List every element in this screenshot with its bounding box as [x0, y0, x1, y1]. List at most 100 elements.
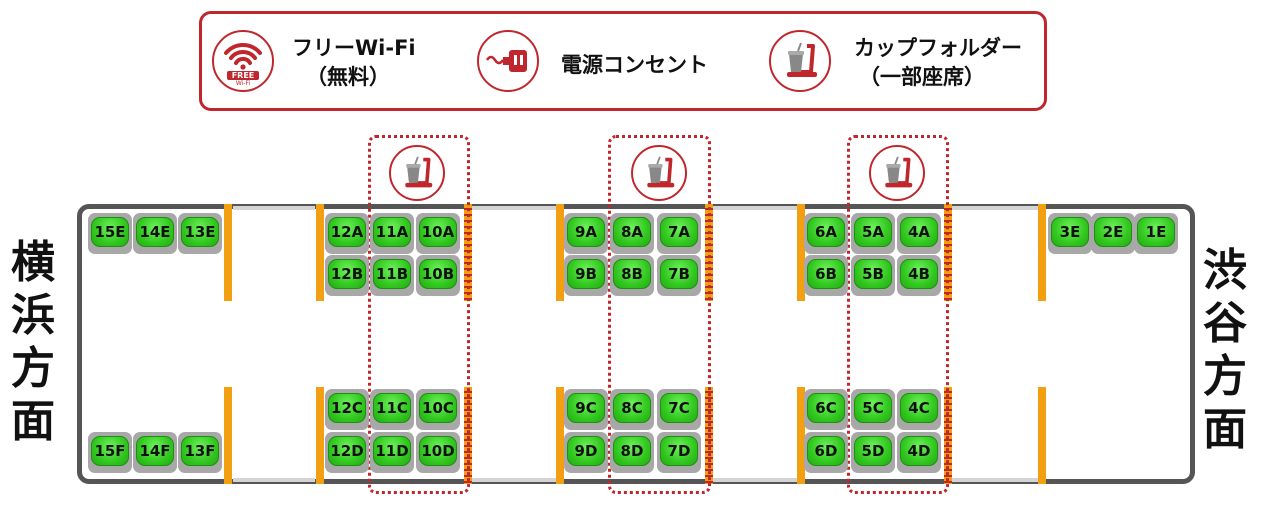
seat[interactable]: 13F [178, 432, 222, 473]
seat[interactable]: 11C [370, 389, 414, 430]
seat[interactable]: 10B [416, 255, 460, 296]
seat[interactable]: 10A [416, 213, 460, 254]
seat[interactable]: 15E [88, 213, 132, 254]
seat[interactable]: 2E [1091, 213, 1135, 254]
seat[interactable]: 7A [657, 213, 701, 254]
seat[interactable]: 8C [610, 389, 654, 430]
seat-label: 10D [419, 436, 457, 466]
seat-label: 7A [660, 217, 698, 247]
direction-right-char: 方 [1203, 351, 1247, 402]
direction-left-char: 面 [11, 396, 55, 447]
seat[interactable]: 4B [897, 255, 941, 296]
cupholder-label: カップフォルダー [854, 36, 1022, 60]
seat[interactable]: 10D [416, 432, 460, 473]
seat[interactable]: 6A [804, 213, 848, 254]
cup-holder-icon [389, 145, 445, 201]
seat[interactable]: 6D [804, 432, 848, 473]
seat[interactable]: 9D [564, 432, 608, 473]
seat[interactable]: 7C [657, 389, 701, 430]
seat-label: 11A [373, 217, 411, 247]
door-post [556, 387, 564, 484]
door-post [797, 387, 805, 484]
seat[interactable]: 12B [325, 255, 369, 296]
wifi-label: フリーWi-Fi [292, 36, 416, 60]
seat-label: 11B [373, 259, 411, 289]
wall-rail [713, 206, 797, 210]
seat[interactable]: 15F [88, 432, 132, 473]
seat-label: 4A [900, 217, 938, 247]
seat[interactable]: 5C [851, 389, 895, 430]
door-post [316, 387, 324, 484]
seat-label: 10C [419, 393, 457, 423]
wifi-icon: FREE Wi-Fi [212, 30, 274, 92]
seat[interactable]: 14F [133, 432, 177, 473]
door-post [1038, 387, 1046, 484]
seat-label: 11C [373, 393, 411, 423]
seat-label: 8D [613, 436, 651, 466]
cup-holder-icon [869, 145, 925, 201]
seat[interactable]: 9A [564, 213, 608, 254]
wall-rail [713, 478, 797, 482]
seat[interactable]: 11D [370, 432, 414, 473]
seat-label: 6C [807, 393, 845, 423]
seat-label: 6D [807, 436, 845, 466]
seat[interactable]: 7B [657, 255, 701, 296]
seat[interactable]: 12C [325, 389, 369, 430]
seat[interactable]: 14E [133, 213, 177, 254]
seat-label: 4D [900, 436, 938, 466]
seat[interactable]: 9C [564, 389, 608, 430]
power-outlet-icon [477, 30, 539, 92]
door-post [224, 387, 232, 484]
seat[interactable]: 6C [804, 389, 848, 430]
door-post [797, 204, 805, 301]
seat-label: 14F [136, 436, 174, 466]
seat[interactable]: 5A [851, 213, 895, 254]
direction-left-char: 横 [11, 237, 55, 288]
cupholder-label-sub: （一部座席） [859, 65, 985, 89]
seat[interactable]: 7D [657, 432, 701, 473]
outlet-label: 電源コンセント [561, 53, 708, 77]
seat[interactable]: 8B [610, 255, 654, 296]
seat-label: 10A [419, 217, 457, 247]
seat[interactable]: 12A [325, 213, 369, 254]
seat[interactable]: 5B [851, 255, 895, 296]
seat-label: 7B [660, 259, 698, 289]
seat-label: 12D [328, 436, 366, 466]
seat[interactable]: 12D [325, 432, 369, 473]
direction-left-char: 方 [11, 343, 55, 394]
seat-label: 9A [567, 217, 605, 247]
seat-label: 7D [660, 436, 698, 466]
seat-label: 4B [900, 259, 938, 289]
seat-label: 15E [91, 217, 129, 247]
seat-label: 9D [567, 436, 605, 466]
seat[interactable]: 10C [416, 389, 460, 430]
seat-label: 9C [567, 393, 605, 423]
wifi-badge-sub: Wi-Fi [235, 80, 251, 87]
seat-label: 9B [567, 259, 605, 289]
seat[interactable]: 13E [178, 213, 222, 254]
wall-rail [233, 478, 315, 482]
seat[interactable]: 1E [1134, 213, 1178, 254]
seat[interactable]: 4D [897, 432, 941, 473]
seat[interactable]: 5D [851, 432, 895, 473]
seat[interactable]: 8A [610, 213, 654, 254]
seat-label: 13E [181, 217, 219, 247]
wall-rail [952, 478, 1039, 482]
seat[interactable]: 3E [1048, 213, 1092, 254]
seat-label: 13F [181, 436, 219, 466]
wifi-badge-text: FREE [231, 71, 255, 80]
seat[interactable]: 11A [370, 213, 414, 254]
seat[interactable]: 8D [610, 432, 654, 473]
seat[interactable]: 6B [804, 255, 848, 296]
wall-rail [233, 206, 315, 210]
seat[interactable]: 4C [897, 389, 941, 430]
direction-left: 横 浜 方 面 [8, 236, 58, 448]
seat[interactable]: 9B [564, 255, 608, 296]
seat-label: 6A [807, 217, 845, 247]
seat-label: 5A [854, 217, 892, 247]
door-post [224, 204, 232, 301]
cupholder-zone [608, 135, 711, 494]
seat[interactable]: 11B [370, 255, 414, 296]
seat[interactable]: 4A [897, 213, 941, 254]
direction-right: 渋 谷 方 面 [1200, 244, 1250, 456]
